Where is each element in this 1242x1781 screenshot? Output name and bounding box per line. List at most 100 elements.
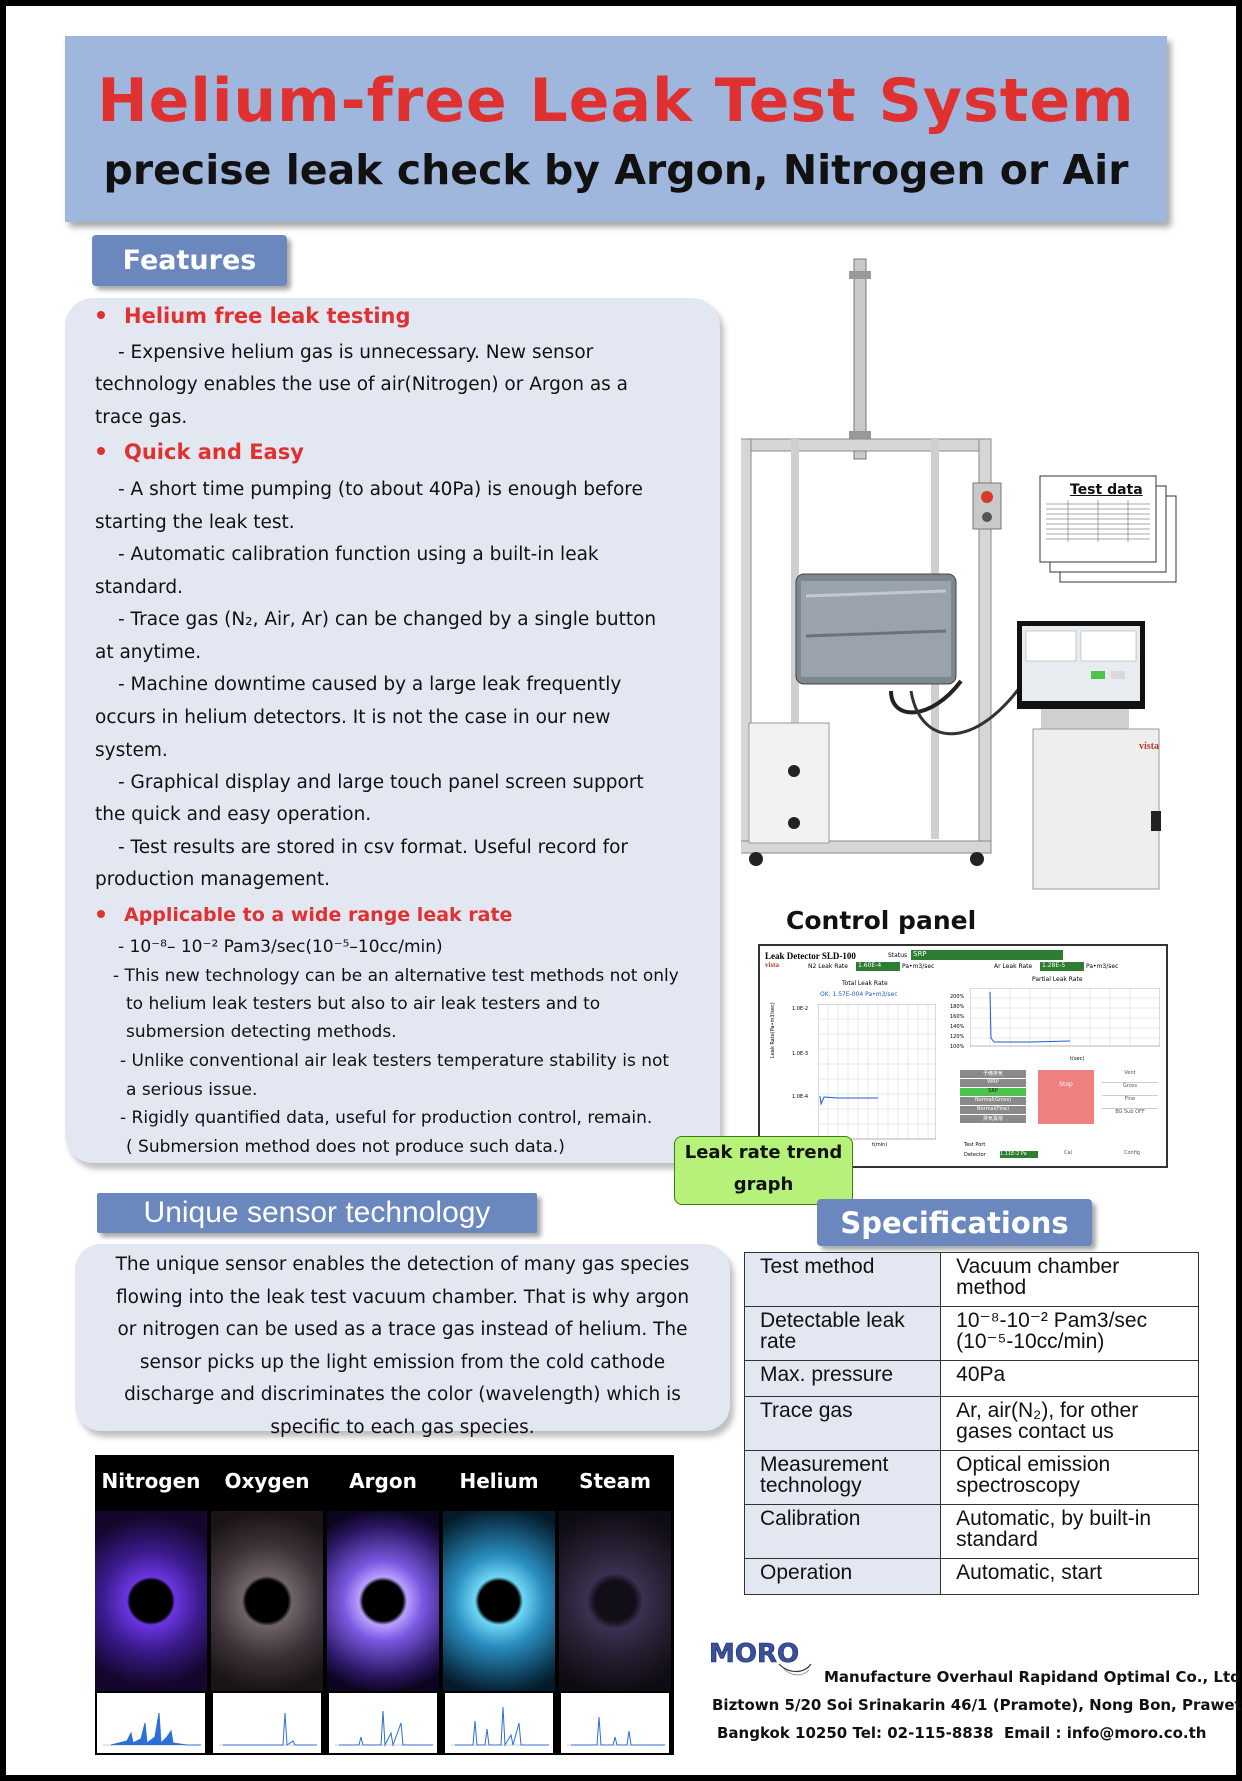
table-row: Operation Automatic, start xyxy=(743,1558,1199,1595)
gas-name: Nitrogen xyxy=(101,1469,201,1493)
spectrum-chart xyxy=(561,1693,669,1753)
spec-key: Measurement technology xyxy=(743,1450,942,1505)
moro-logo: MORO xyxy=(709,1639,812,1676)
cp-result: OK. 1.57E-004 Pa•m3/sec xyxy=(820,991,898,998)
control-panel-screenshot: Leak Detector SLD-100 vista Status SRP N… xyxy=(758,944,1168,1168)
unique-line: The unique sensor enables the detection … xyxy=(115,1254,690,1275)
state-item-active[interactable]: SRP xyxy=(960,1088,1026,1097)
feature-line: technology enables the use of air(Nitrog… xyxy=(95,374,629,395)
feature-line: - Graphical display and large touch pane… xyxy=(118,772,644,793)
gross-button[interactable]: Gross xyxy=(1102,1083,1158,1096)
spec-key: Detectable leak rate xyxy=(743,1306,942,1361)
spec-key: Test method xyxy=(743,1252,942,1307)
cp-n2-unit: Pa•m3/sec xyxy=(902,963,935,970)
gas-column-steam: Steam xyxy=(559,1455,671,1755)
feature-line: to helium leak testers but also to air l… xyxy=(126,994,601,1014)
vent-button[interactable]: Vent xyxy=(1102,1070,1158,1083)
spec-value: 40Pa xyxy=(940,1360,1199,1397)
specifications-table: Test method Vacuum chamber method Detect… xyxy=(743,1252,1199,1595)
cp-device: Leak Detector SLD-100 xyxy=(765,951,856,961)
oxygen-glow xyxy=(211,1511,323,1691)
feature-line: trace gas. xyxy=(95,407,188,428)
trend-graph-callout: Leak rate trend graph xyxy=(674,1136,853,1205)
cp-right-tick: 100% xyxy=(950,1044,965,1050)
bullet-icon xyxy=(97,447,105,455)
state-item[interactable]: 予備排気 xyxy=(960,1070,1026,1079)
unique-line: sensor picks up the light emission from … xyxy=(139,1351,666,1373)
partial-graph xyxy=(970,988,1160,1047)
spectrum-chart xyxy=(329,1693,437,1753)
spectrum-chart xyxy=(97,1693,205,1753)
footer-address: Biztown 5/20 Soi Srinakarin 46/1 (Pramot… xyxy=(712,1696,1242,1714)
feature-heading: Applicable to a wide range leak rate xyxy=(124,904,513,926)
footer-city-tel: Bangkok 10250 Tel: 02-115-8838 xyxy=(717,1724,994,1742)
feature-line: a serious issue. xyxy=(126,1080,258,1100)
footer-email[interactable]: Email : info@moro.co.th xyxy=(1004,1724,1207,1742)
vista-brand: vista xyxy=(1139,741,1159,752)
table-row: Detectable leak rate 10⁻⁸-10⁻² Pam3/sec … xyxy=(743,1306,1199,1361)
config-button[interactable]: Config xyxy=(1124,1150,1141,1156)
state-item[interactable]: Normal(Fine) xyxy=(960,1106,1026,1115)
gas-column-nitrogen: Nitrogen xyxy=(95,1455,207,1755)
control-panel-title: Control panel xyxy=(786,906,977,935)
feature-heading: Quick and Easy xyxy=(124,440,304,464)
logo-text: MORO xyxy=(709,1639,799,1669)
gas-name: Steam xyxy=(579,1469,651,1493)
cp-ar-unit: Pa•m3/sec xyxy=(1086,963,1119,970)
title-banner: Helium-free Leak Test System precise lea… xyxy=(65,36,1167,222)
specifications-header: Specifications xyxy=(817,1199,1092,1246)
stop-button[interactable]: Stop xyxy=(1038,1070,1094,1124)
cp-x-axis-right: t(sec) xyxy=(1070,1056,1085,1062)
feature-line: system. xyxy=(95,740,168,761)
cp-right-tick: 140% xyxy=(950,1024,965,1030)
cp-right-tick: 160% xyxy=(950,1014,965,1020)
feature-line: at anytime. xyxy=(95,642,202,663)
feature-line: - A short time pumping (to about 40Pa) i… xyxy=(118,479,643,500)
table-row: Calibration Automatic, by built-in stand… xyxy=(743,1504,1199,1559)
feature-line: starting the leak test. xyxy=(95,512,295,533)
state-item[interactable]: WRP xyxy=(960,1079,1026,1088)
page-subtitle: precise leak check by Argon, Nitrogen or… xyxy=(103,146,1129,194)
spec-key: Trace gas xyxy=(743,1396,942,1451)
feature-line: submersion detecting methods. xyxy=(126,1022,397,1042)
cp-ar-label: Ar Leak Rate xyxy=(994,963,1033,970)
cal-button[interactable]: Cal xyxy=(1064,1150,1072,1156)
cp-right-tick: 180% xyxy=(950,1004,965,1010)
state-item[interactable]: 排気異常 xyxy=(960,1115,1026,1123)
cp-total-label: Total Leak Rate xyxy=(842,980,888,987)
table-row: Max. pressure 40Pa xyxy=(743,1360,1199,1397)
state-item[interactable]: Normal(Gross) xyxy=(960,1097,1026,1106)
trend-graph xyxy=(818,1004,936,1140)
cp-detector-value: 1.11E-2 Pa xyxy=(1000,1151,1038,1158)
cp-x-axis-left: t(min) xyxy=(872,1142,888,1148)
side-buttons: Vent Gross Fine BG Sub OFF xyxy=(1102,1070,1158,1123)
spec-value: Ar, air(N₂), for other gases contact us xyxy=(940,1396,1199,1451)
steam-glow xyxy=(559,1511,671,1691)
feature-line: - Rigidly quantified data, useful for pr… xyxy=(120,1108,653,1128)
bullet-icon xyxy=(97,910,105,918)
fine-button[interactable]: Fine xyxy=(1102,1096,1158,1109)
state-list: 予備排気 WRP SRP Normal(Gross) Normal(Fine) … xyxy=(960,1070,1026,1123)
gas-column-argon: Argon xyxy=(327,1455,439,1755)
spec-key: Calibration xyxy=(743,1504,942,1559)
unique-line: specific to each gas species. xyxy=(270,1416,535,1438)
bullet-icon xyxy=(97,311,105,319)
gas-column-helium: Helium xyxy=(443,1455,555,1755)
feature-line: standard. xyxy=(95,577,183,598)
unique-line: flowing into the leak test vacuum chambe… xyxy=(115,1286,690,1308)
cp-y-tick: 1.0E-3 xyxy=(792,1051,809,1057)
feature-line: - 10⁻⁸– 10⁻² Pam3/sec(10⁻⁵–10cc/min) xyxy=(118,937,443,957)
feature-line: - Trace gas (N₂, Air, Ar) can be changed… xyxy=(118,609,657,630)
cp-right-tick: 200% xyxy=(950,994,965,1000)
feature-line: the quick and easy operation. xyxy=(95,804,372,825)
features-header: Features xyxy=(92,235,287,286)
bg-sub-button[interactable]: BG Sub OFF xyxy=(1115,1109,1145,1115)
feature-line: - Unlike conventional air leak testers t… xyxy=(120,1051,670,1071)
feature-line: - Test results are stored in csv format.… xyxy=(118,837,629,858)
cp-partial-label: Partial Leak Rate xyxy=(1032,976,1083,983)
spec-key: Operation xyxy=(743,1558,942,1595)
cp-brand: vista xyxy=(765,961,779,969)
unique-line: or nitrogen can be used as a trace gas i… xyxy=(117,1319,688,1340)
feature-line: occurs in helium detectors. It is not th… xyxy=(95,707,611,728)
footer-company: Manufacture Overhaul Rapidand Optimal Co… xyxy=(824,1668,1242,1686)
